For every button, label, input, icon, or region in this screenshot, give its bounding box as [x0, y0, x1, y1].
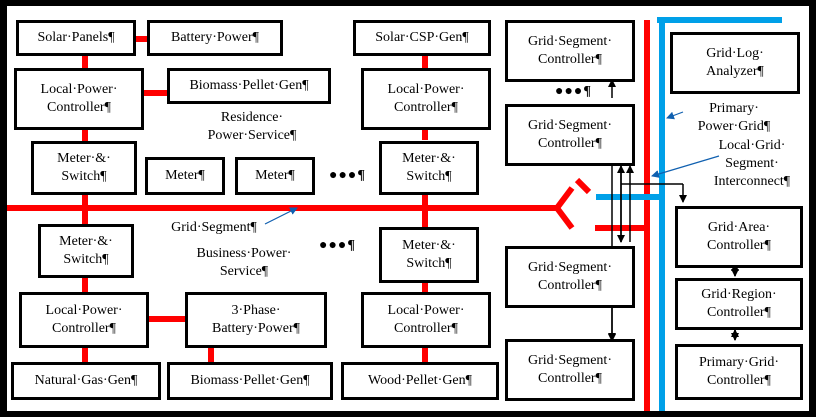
meter-switch-top-right: Meter·&· Switch¶ — [379, 141, 479, 195]
meter-switch-bottom-right: Meter·&· Switch¶ — [379, 227, 479, 283]
grid-segment-controller-2: Grid·Segment· Controller¶ — [505, 104, 635, 166]
solar-panels-box: Solar·Panels¶ — [16, 20, 136, 56]
callout-arrows — [264, 111, 720, 225]
local-power-controller-top-right: Local·Power· Controller¶ — [361, 68, 491, 130]
meter-switch-top-left: Meter·&· Switch¶ — [31, 141, 137, 195]
primary-power-grid-label: Primary· Power·Grid¶ — [697, 101, 771, 134]
meter-switch-bottom-left: Meter·&· Switch¶ — [38, 224, 134, 278]
grid-area-controller-box: Grid·Area· Controller¶ — [675, 206, 803, 268]
meter-1-box: Meter¶ — [145, 157, 225, 195]
primary-grid-line — [596, 17, 782, 411]
grid-log-analyzer-box: Grid·Log· Analyzer¶ — [670, 32, 800, 94]
solar-csp-gen-box: Solar·CSP·Gen¶ — [353, 20, 491, 56]
local-power-controller-top-left: Local·Power· Controller¶ — [14, 68, 144, 130]
battery-power-box: Battery·Power¶ — [147, 20, 283, 56]
grid-region-controller-box: Grid·Region· Controller¶ — [675, 278, 803, 330]
meter-2-box: Meter¶ — [235, 157, 315, 195]
local-grid-segment-interconnect-label: Local·Grid· Segment· Interconnect¶ — [713, 138, 791, 189]
residence-power-service-label: Residence· Power·Service¶ — [207, 110, 297, 143]
grid-segment-controller-3: Grid·Segment· Controller¶ — [505, 246, 635, 308]
local-power-controller-bottom-right: Local·Power· Controller¶ — [361, 292, 491, 348]
business-power-service-label: Business·Power· Service¶ — [196, 246, 292, 279]
biomass-pellet-gen-top-box: Biomass·Pellet·Gen¶ — [167, 68, 331, 104]
wood-pellet-gen-box: Wood·Pellet·Gen¶ — [341, 362, 499, 400]
biomass-pellet-gen-bottom-box: Biomass·Pellet·Gen¶ — [167, 362, 333, 400]
three-phase-battery-power-box: 3·Phase· Battery·Power¶ — [185, 292, 327, 348]
natural-gas-gen-box: Natural·Gas·Gen¶ — [11, 362, 161, 400]
ellipsis-business: ●●●¶ — [319, 238, 356, 253]
diagram-canvas: Solar·Panels¶ Battery·Power¶ Solar·CSP·G… — [7, 6, 809, 411]
primary-grid-controller-box: Primary·Grid· Controller¶ — [675, 344, 803, 400]
grid-segment-controller-4: Grid·Segment· Controller¶ — [505, 339, 635, 401]
local-power-controller-bottom-left: Local·Power· Controller¶ — [19, 292, 149, 348]
grid-segment-label: Grid·Segment¶ — [171, 220, 257, 235]
ellipsis-residence: ●●●¶ — [329, 168, 366, 183]
grid-segment-controller-1: Grid·Segment· Controller¶ — [505, 20, 635, 82]
ellipsis-top-right: ●●●¶ — [555, 84, 592, 99]
power-lines — [7, 20, 650, 411]
